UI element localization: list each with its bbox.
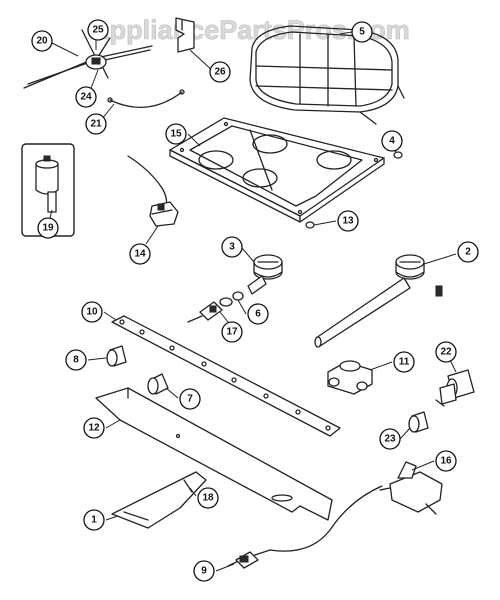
callout-15-label: 15 xyxy=(170,129,182,140)
callout-13-label: 13 xyxy=(342,216,354,227)
part-regulator xyxy=(327,360,373,395)
callout-3: 3 xyxy=(221,236,243,258)
part-knob-23 xyxy=(408,411,429,433)
callout-10-label: 10 xyxy=(86,307,98,318)
callout-14: 14 xyxy=(129,243,151,265)
part-manifold-bar xyxy=(111,315,341,437)
callout-4-label: 4 xyxy=(389,136,395,147)
callout-22: 22 xyxy=(435,341,457,363)
callout-23: 23 xyxy=(379,428,401,450)
callout-24-label: 24 xyxy=(80,92,92,103)
callout-17: 17 xyxy=(221,321,243,343)
callout-16: 16 xyxy=(435,450,457,472)
callout-12-label: 12 xyxy=(88,423,100,434)
callout-9: 9 xyxy=(193,560,215,582)
part-rear-bracket xyxy=(95,387,333,521)
callout-26: 26 xyxy=(209,61,231,83)
part-oven-valve xyxy=(269,461,443,552)
callout-25-label: 25 xyxy=(92,25,104,36)
part-knob-8 xyxy=(106,345,127,367)
part-cooktop-panel xyxy=(169,117,385,223)
callout-21: 21 xyxy=(85,113,107,135)
callout-14-label: 14 xyxy=(134,249,146,260)
part-screw-4 xyxy=(393,151,403,159)
callout-18-label: 18 xyxy=(202,493,214,504)
part-burner-2 xyxy=(314,254,443,348)
callout-4: 4 xyxy=(381,130,403,152)
part-burner-3 xyxy=(247,254,283,295)
callout-9-label: 9 xyxy=(201,566,207,577)
part-burner-pan xyxy=(111,471,207,529)
callout-20: 20 xyxy=(31,30,53,52)
callout-25: 25 xyxy=(87,19,109,41)
callout-18: 18 xyxy=(197,487,219,509)
callout-5: 5 xyxy=(351,21,373,43)
callout-6-label: 6 xyxy=(255,309,261,320)
callout-3-label: 3 xyxy=(229,242,235,253)
callout-19-label: 19 xyxy=(42,223,54,234)
callout-15: 15 xyxy=(165,123,187,145)
part-wire-ring xyxy=(109,91,183,108)
callout-16-label: 16 xyxy=(440,456,452,467)
callout-10: 10 xyxy=(81,301,103,323)
part-inset-box xyxy=(21,143,75,237)
callout-8: 8 xyxy=(65,349,87,371)
callout-2-label: 2 xyxy=(465,247,471,258)
leader-lines xyxy=(47,30,457,572)
callout-1-label: 1 xyxy=(91,515,97,526)
callout-11: 11 xyxy=(393,351,415,373)
callout-19: 19 xyxy=(37,217,59,239)
part-knob-7 xyxy=(147,373,169,395)
part-orifice-assembly xyxy=(187,291,244,323)
callout-26-label: 26 xyxy=(214,67,226,78)
callout-6: 6 xyxy=(247,303,269,325)
callout-13: 13 xyxy=(337,210,359,232)
callout-12: 12 xyxy=(83,417,105,439)
part-grate xyxy=(249,25,405,125)
callout-1: 1 xyxy=(83,509,105,531)
part-burner-spider xyxy=(23,29,153,89)
callout-8-label: 8 xyxy=(73,355,79,366)
part-igniter xyxy=(227,549,271,569)
callout-17-label: 17 xyxy=(226,327,238,338)
callout-20-label: 20 xyxy=(36,36,48,47)
callout-24: 24 xyxy=(75,86,97,108)
callout-7: 7 xyxy=(179,388,201,410)
part-screw-13 xyxy=(305,221,315,229)
part-bracket xyxy=(175,17,195,53)
callout-2: 2 xyxy=(457,241,479,263)
part-solenoid-valve xyxy=(435,369,475,407)
callout-5-label: 5 xyxy=(359,27,365,38)
part-ignition-module xyxy=(127,155,179,227)
callout-7-label: 7 xyxy=(187,394,193,405)
callout-11-label: 11 xyxy=(399,357,410,368)
callout-23-label: 23 xyxy=(384,434,396,445)
callout-21-label: 21 xyxy=(90,119,102,130)
callout-22-label: 22 xyxy=(440,347,452,358)
